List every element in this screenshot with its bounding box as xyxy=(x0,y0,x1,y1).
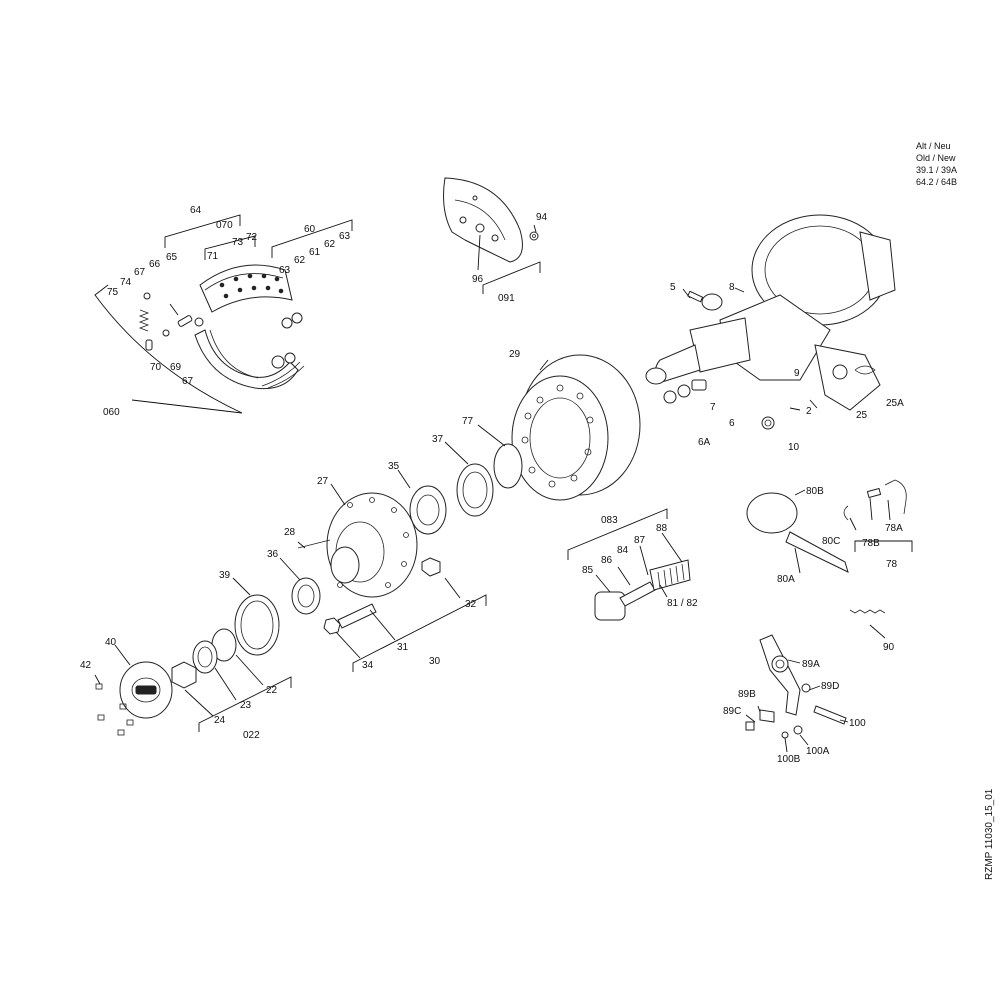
label-25[interactable]: 25 xyxy=(856,410,868,421)
label-69[interactable]: 69 xyxy=(170,362,182,373)
label-63-left[interactable]: 63 xyxy=(279,265,291,276)
label-63-right[interactable]: 63 xyxy=(339,231,351,242)
label-80C[interactable]: 80C xyxy=(822,536,840,547)
label-62-right[interactable]: 62 xyxy=(324,239,336,250)
label-23[interactable]: 23 xyxy=(240,700,252,711)
label-40[interactable]: 40 xyxy=(105,637,117,648)
label-083[interactable]: 083 xyxy=(601,515,618,526)
label-94[interactable]: 94 xyxy=(536,212,548,223)
brake-shoe-lower xyxy=(194,329,305,390)
label-27[interactable]: 27 xyxy=(317,476,329,487)
label-89A[interactable]: 89A xyxy=(802,659,820,670)
label-25A[interactable]: 25A xyxy=(886,398,904,409)
note-line-4: 64.2 / 64B xyxy=(916,177,957,187)
drawing-number: RZMP 11030_15_01 xyxy=(984,788,995,880)
label-72[interactable]: 72 xyxy=(246,232,258,243)
slack-adjuster xyxy=(745,634,847,739)
label-84[interactable]: 84 xyxy=(617,545,629,556)
label-42[interactable]: 42 xyxy=(80,660,92,671)
label-64[interactable]: 64 xyxy=(190,205,202,216)
shoe-spring-and-pins xyxy=(138,292,204,351)
label-62-left[interactable]: 62 xyxy=(294,255,306,266)
label-32[interactable]: 32 xyxy=(465,599,477,610)
label-80A[interactable]: 80A xyxy=(777,574,795,585)
label-100[interactable]: 100 xyxy=(849,718,866,729)
wheel-hub xyxy=(291,492,441,635)
label-7[interactable]: 7 xyxy=(710,402,716,413)
label-90[interactable]: 90 xyxy=(883,642,895,653)
label-60[interactable]: 60 xyxy=(304,224,316,235)
label-89B[interactable]: 89B xyxy=(738,689,756,700)
label-61[interactable]: 61 xyxy=(309,247,321,258)
label-060[interactable]: 060 xyxy=(103,407,120,418)
label-2[interactable]: 2 xyxy=(806,406,812,417)
label-37[interactable]: 37 xyxy=(432,434,444,445)
camshaft-group xyxy=(594,559,691,621)
axle-assembly xyxy=(645,214,896,430)
group-brackets xyxy=(94,214,913,753)
label-022[interactable]: 022 xyxy=(243,730,260,741)
seal-rings xyxy=(409,443,523,535)
label-74[interactable]: 74 xyxy=(120,277,132,288)
label-070[interactable]: 070 xyxy=(216,220,233,231)
label-22[interactable]: 22 xyxy=(266,685,278,696)
part-labels: 64 070 73 72 71 65 66 67 74 75 70 69 67 … xyxy=(80,205,904,765)
label-75[interactable]: 75 xyxy=(107,287,119,298)
label-67-bottom[interactable]: 67 xyxy=(182,376,194,387)
label-100A[interactable]: 100A xyxy=(806,746,830,757)
label-87[interactable]: 87 xyxy=(634,535,646,546)
label-29[interactable]: 29 xyxy=(509,349,521,360)
label-66[interactable]: 66 xyxy=(149,259,161,270)
label-73[interactable]: 73 xyxy=(232,237,244,248)
dust-shield xyxy=(443,177,539,263)
label-86[interactable]: 86 xyxy=(601,555,613,566)
label-5[interactable]: 5 xyxy=(670,282,676,293)
label-36[interactable]: 36 xyxy=(267,549,279,560)
label-85[interactable]: 85 xyxy=(582,565,594,576)
label-81-82[interactable]: 81 / 82 xyxy=(667,598,698,609)
hub-cap-group xyxy=(95,594,280,736)
label-6[interactable]: 6 xyxy=(729,418,735,429)
label-89C[interactable]: 89C xyxy=(723,706,741,717)
label-89D[interactable]: 89D xyxy=(821,681,839,692)
label-34[interactable]: 34 xyxy=(362,660,374,671)
label-30[interactable]: 30 xyxy=(429,656,441,667)
label-78B[interactable]: 78B xyxy=(862,538,880,549)
label-8[interactable]: 8 xyxy=(729,282,735,293)
label-67-top[interactable]: 67 xyxy=(134,267,146,278)
label-88[interactable]: 88 xyxy=(656,523,668,534)
label-6A[interactable]: 6A xyxy=(698,437,711,448)
label-9[interactable]: 9 xyxy=(794,368,800,379)
label-10[interactable]: 10 xyxy=(788,442,800,453)
sensor-parts xyxy=(746,479,907,614)
label-71[interactable]: 71 xyxy=(207,251,219,262)
label-28[interactable]: 28 xyxy=(284,527,296,538)
label-77[interactable]: 77 xyxy=(462,416,474,427)
label-65[interactable]: 65 xyxy=(166,252,178,263)
label-78[interactable]: 78 xyxy=(886,559,898,570)
label-78A[interactable]: 78A xyxy=(885,523,903,534)
brake-shoe-upper xyxy=(199,264,303,329)
version-note: Alt / Neu Old / New 39.1 / 39A 64.2 / 64… xyxy=(916,141,957,187)
label-35[interactable]: 35 xyxy=(388,461,400,472)
brake-drum xyxy=(511,354,641,501)
note-line-1: Alt / Neu xyxy=(916,141,951,151)
label-80B[interactable]: 80B xyxy=(806,486,824,497)
label-31[interactable]: 31 xyxy=(397,642,409,653)
label-96[interactable]: 96 xyxy=(472,274,484,285)
label-091[interactable]: 091 xyxy=(498,293,515,304)
label-39[interactable]: 39 xyxy=(219,570,231,581)
label-70[interactable]: 70 xyxy=(150,362,162,373)
note-line-3: 39.1 / 39A xyxy=(916,165,957,175)
label-100B[interactable]: 100B xyxy=(777,754,801,765)
label-24[interactable]: 24 xyxy=(214,715,226,726)
note-line-2: Old / New xyxy=(916,153,956,163)
